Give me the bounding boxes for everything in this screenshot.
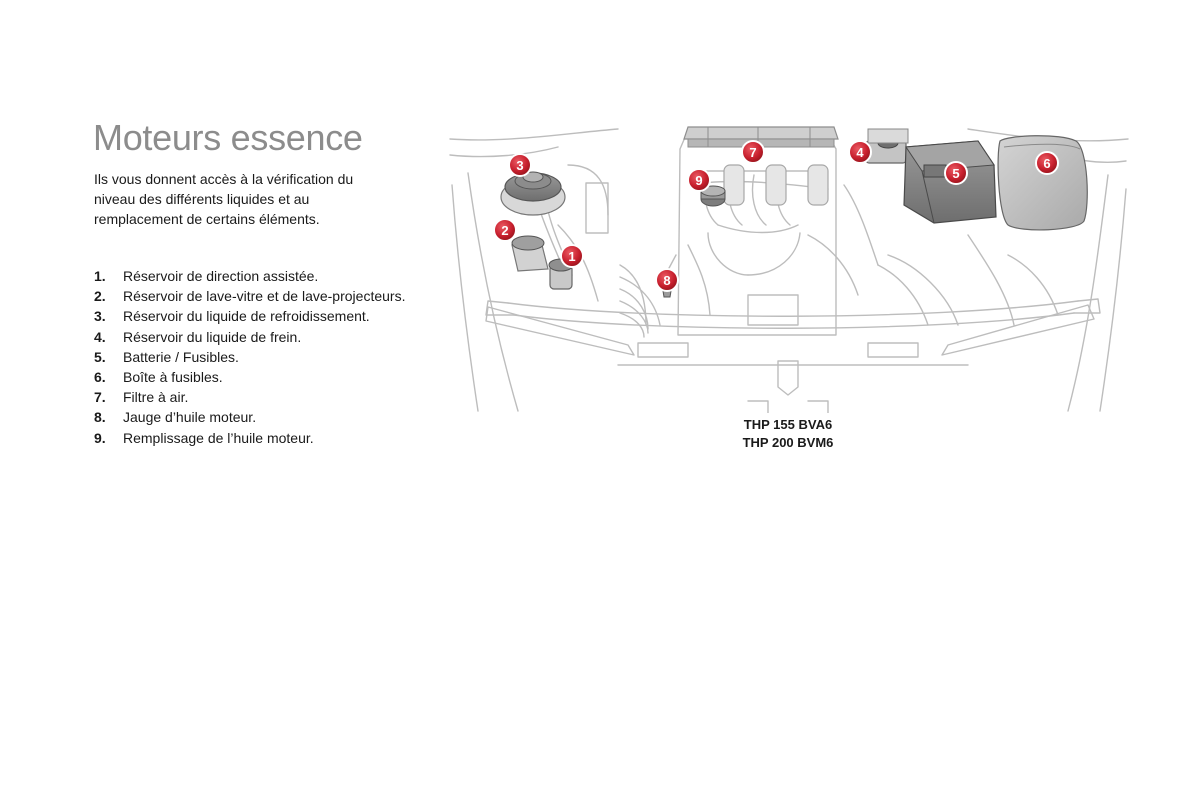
marker-1-label: 1 <box>568 249 575 264</box>
item-text: Remplissage de l’huile moteur. <box>123 429 314 446</box>
marker-4: 4 <box>848 140 872 164</box>
list-item: 9. Remplissage de l’huile moteur. <box>94 428 414 448</box>
marker-group: 1 2 3 4 5 6 7 <box>493 140 1059 292</box>
marker-7: 7 <box>741 140 765 164</box>
marker-9-label: 9 <box>695 173 702 188</box>
list-item: 3. Réservoir du liquide de refroidissemen… <box>94 306 414 326</box>
engine-caption: THP 155 BVA6 THP 200 BVM6 <box>688 416 888 452</box>
fuse-box <box>997 135 1088 231</box>
item-text: Boîte à fusibles. <box>123 369 223 386</box>
item-text: Réservoir de lave-vitre et de lave-proje… <box>123 288 406 305</box>
item-text: Jauge d’huile moteur. <box>123 409 257 426</box>
marker-8-label: 8 <box>663 273 670 288</box>
list-item: 4. Réservoir du liquide de frein. <box>94 327 414 347</box>
marker-9: 9 <box>687 168 711 192</box>
item-number: 3. <box>94 308 106 325</box>
item-text: Réservoir du liquide de frein. <box>123 328 302 345</box>
item-text: Batterie / Fusibles. <box>123 348 239 365</box>
engine-bay-diagram: 1 2 3 4 5 6 7 <box>448 125 1130 413</box>
item-number: 9. <box>94 429 106 446</box>
marker-6-label: 6 <box>1043 156 1050 171</box>
washer-reservoir <box>511 235 549 272</box>
engine-bay-illustration: 1 2 3 4 5 6 7 <box>449 126 1129 413</box>
marker-5: 5 <box>944 161 968 185</box>
marker-3-label: 3 <box>516 158 523 173</box>
engine-covers <box>723 164 829 206</box>
intro-text: Ils vous donnent accès à la vérification… <box>94 171 354 227</box>
marker-5-label: 5 <box>952 166 959 181</box>
marker-2-label: 2 <box>501 223 508 238</box>
list-item: 1. Réservoir de direction assistée. <box>94 266 414 286</box>
item-number: 1. <box>94 268 106 284</box>
marker-3: 3 <box>508 153 532 177</box>
item-number: 4. <box>94 328 106 345</box>
item-number: 8. <box>94 409 106 426</box>
coolant-reservoir <box>500 171 566 216</box>
brake-fluid-reservoir <box>865 128 909 164</box>
item-text: Réservoir de direction assistée. <box>123 268 319 284</box>
item-number: 2. <box>94 288 106 305</box>
caption-line-2: THP 200 BVM6 <box>742 435 834 450</box>
list-item: 7. Filtre à air. <box>94 387 414 407</box>
item-number: 5. <box>94 348 106 365</box>
list-item: 5. Batterie / Fusibles. <box>94 347 414 367</box>
marker-8: 8 <box>655 268 679 292</box>
marker-2: 2 <box>493 218 517 242</box>
air-filter-cover <box>683 126 839 148</box>
oil-filler-cap <box>700 185 726 207</box>
page-title: Moteurs essence <box>93 117 363 158</box>
marker-6: 6 <box>1035 151 1059 175</box>
list-item: 6. Boîte à fusibles. <box>94 367 414 387</box>
marker-7-label: 7 <box>749 145 756 160</box>
caption-line-1: THP 155 BVA6 <box>743 417 833 432</box>
item-text: Réservoir du liquide de refroidissement. <box>123 308 370 325</box>
list-item: 8. Jauge d’huile moteur. <box>94 407 414 427</box>
item-text: Filtre à air. <box>123 389 189 406</box>
component-list: 1. Réservoir de direction assistée. 2. Rés… <box>94 266 414 448</box>
list-item: 2. Réservoir de lave-vitre et de lave-pro… <box>94 286 414 306</box>
item-number: 7. <box>94 389 106 406</box>
marker-1: 1 <box>560 244 584 268</box>
marker-4-label: 4 <box>856 145 864 160</box>
item-number: 6. <box>94 369 106 386</box>
